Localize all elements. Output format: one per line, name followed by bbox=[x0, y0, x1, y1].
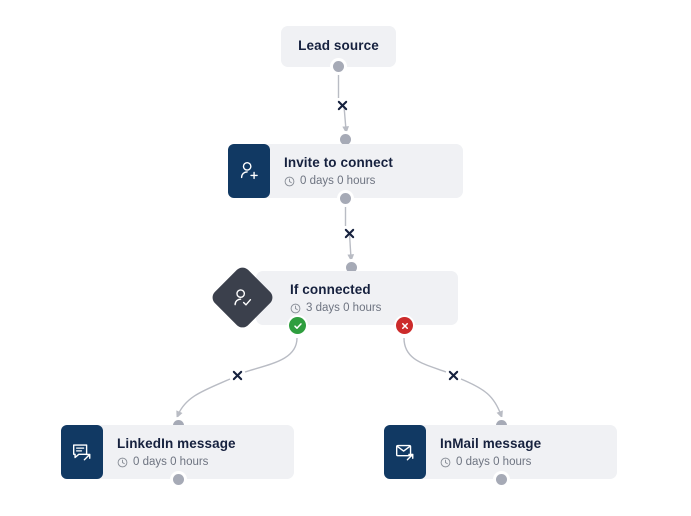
envelope-send-icon-tile bbox=[384, 425, 426, 479]
node-inmail-message-delay-text: 0 days 0 hours bbox=[456, 456, 532, 469]
remove-edge-icon-yes-to-linkedin[interactable] bbox=[231, 369, 244, 382]
edge-path-yes-to-linkedin bbox=[244, 337, 298, 373]
node-inmail-message-title: InMail message bbox=[440, 435, 542, 451]
envelope-send-icon bbox=[396, 444, 414, 461]
clock-icon bbox=[290, 303, 301, 314]
cross-icon bbox=[401, 322, 408, 329]
clock-icon bbox=[440, 457, 451, 468]
node-invite-to-connect-delay: 0 days 0 hours bbox=[284, 175, 393, 187]
clock-icon bbox=[117, 457, 128, 468]
input-dot-if-connected[interactable] bbox=[346, 262, 357, 273]
remove-edge-icon-no-to-inmail[interactable] bbox=[447, 369, 460, 382]
edge-path-no-to-inmail bbox=[403, 337, 447, 373]
edge-path-yes-to-linkedin-arrow bbox=[176, 378, 231, 419]
close-icon bbox=[344, 228, 355, 239]
person-add-icon-tile bbox=[228, 144, 270, 198]
node-if-connected[interactable]: If connected 3 days 0 hours bbox=[256, 271, 458, 325]
node-lead-source-title: Lead source bbox=[298, 38, 379, 54]
output-dot-linkedin-message[interactable] bbox=[173, 474, 184, 485]
output-dot-lead-source[interactable] bbox=[333, 61, 344, 72]
node-lead-source[interactable]: Lead source bbox=[281, 26, 396, 67]
output-dot-inmail-message[interactable] bbox=[496, 474, 507, 485]
node-if-connected-delay: 3 days 0 hours bbox=[290, 302, 381, 314]
output-dot-invite-to-connect[interactable] bbox=[340, 193, 351, 204]
node-linkedin-message-title: LinkedIn message bbox=[117, 435, 236, 451]
edge-path-no-to-inmail-arrow bbox=[460, 378, 503, 419]
close-icon bbox=[337, 100, 348, 111]
branch-badge-yes[interactable] bbox=[289, 317, 306, 334]
person-check-icon bbox=[234, 288, 252, 305]
input-dot-invite-to-connect[interactable] bbox=[340, 134, 351, 145]
node-if-connected-title: If connected bbox=[290, 281, 371, 297]
remove-edge-icon-invite-to-if[interactable] bbox=[343, 227, 356, 240]
chat-send-icon-tile bbox=[61, 425, 103, 479]
node-invite-to-connect-delay-text: 0 days 0 hours bbox=[300, 175, 376, 188]
node-linkedin-message-delay-text: 0 days 0 hours bbox=[133, 456, 209, 469]
check-icon bbox=[293, 322, 302, 329]
chat-send-icon bbox=[73, 444, 91, 461]
person-add-icon bbox=[240, 162, 258, 180]
node-linkedin-message-delay: 0 days 0 hours bbox=[117, 456, 236, 468]
close-icon bbox=[448, 370, 459, 381]
node-inmail-message-delay: 0 days 0 hours bbox=[440, 456, 541, 468]
clock-icon bbox=[284, 176, 295, 187]
close-icon bbox=[232, 370, 243, 381]
branch-badge-no[interactable] bbox=[396, 317, 413, 334]
node-if-connected-delay-text: 3 days 0 hours bbox=[306, 302, 382, 315]
remove-edge-icon-lead-to-invite[interactable] bbox=[336, 99, 349, 112]
node-invite-to-connect-title: Invite to connect bbox=[284, 154, 393, 170]
condition-diamond-if-connected bbox=[209, 264, 276, 331]
